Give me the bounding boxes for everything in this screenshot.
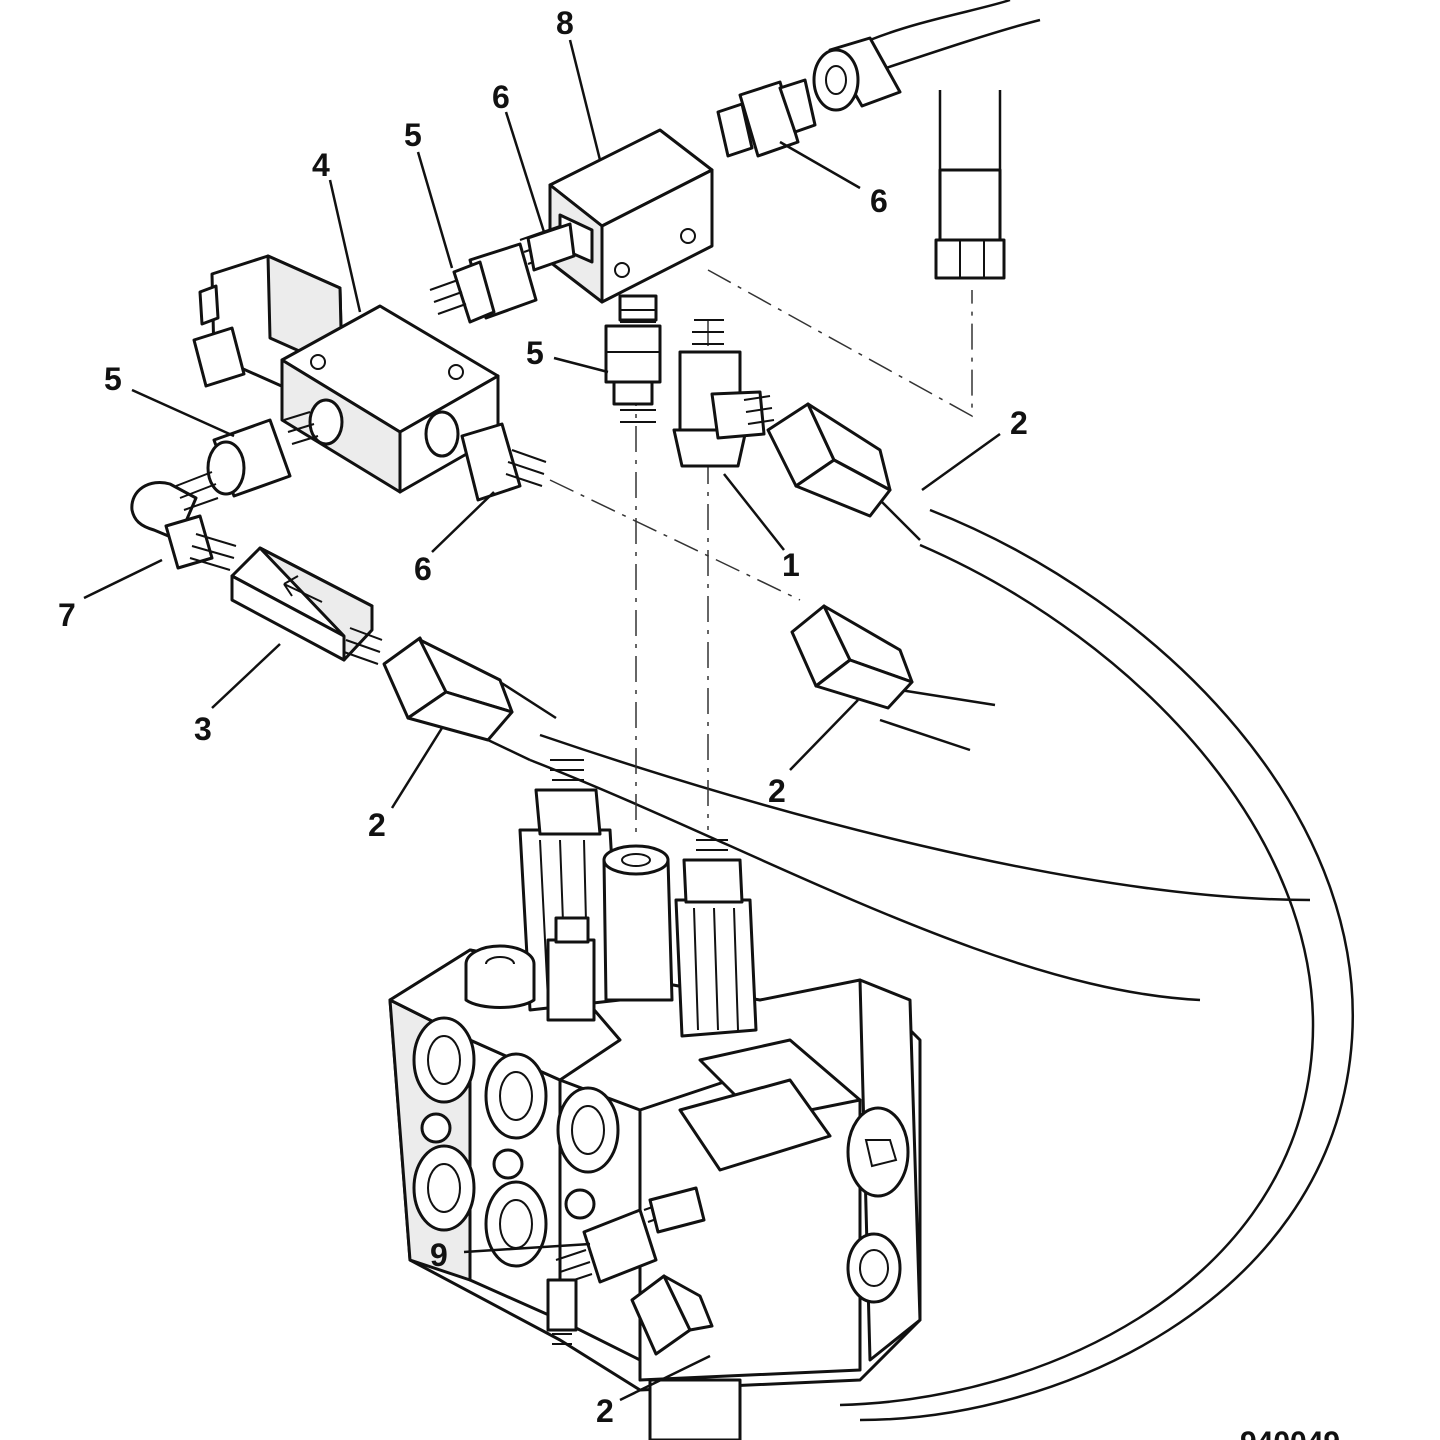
hose-mid-right-a (899, 688, 996, 707)
fitting-5-left (206, 411, 319, 498)
callout-6-mid: 6 (414, 551, 432, 587)
leader-6-c (431, 491, 495, 553)
callout-5-mid: 5 (526, 335, 544, 371)
leader-6-a (504, 111, 546, 233)
hose-sweep-b (529, 758, 1201, 1002)
fitting-6-mid (460, 422, 547, 502)
hose-loop-outer (859, 508, 1354, 1422)
center-lines (549, 269, 973, 840)
callout-2-right: 2 (768, 773, 786, 809)
component-5-adapter (604, 309, 662, 423)
component-4-block (192, 254, 500, 494)
fitting-6-top (716, 78, 817, 158)
leader-6-b (779, 140, 861, 190)
hose-top-a (869, 0, 1011, 42)
callout-6-top: 6 (492, 79, 510, 115)
component-9-tee (546, 1186, 706, 1345)
leader-5-a (416, 151, 454, 269)
callout-2-bottom: 2 (596, 1393, 614, 1429)
hose-end-2-left (382, 636, 557, 762)
hose-loop-inner (839, 543, 1315, 1407)
callout-7: 7 (58, 597, 76, 633)
bottom-pipe (648, 1378, 742, 1440)
leader-lines (83, 39, 1001, 1402)
leader-2-a (921, 432, 1001, 492)
centerline-6-hose (549, 479, 801, 601)
callouts: 8 6 5 4 6 5 5 2 1 6 7 3 2 2 9 2 940049 (58, 5, 1340, 1440)
callout-5-top: 5 (404, 117, 422, 153)
centerline-1-hose (707, 269, 973, 418)
callout-1: 1 (782, 547, 800, 583)
hose-mid-right-b (879, 718, 971, 752)
top-hose-end (812, 36, 902, 112)
leader-9 (463, 1242, 591, 1254)
hose-sweep-a (539, 733, 1311, 902)
hose-right-a (879, 499, 921, 541)
leader-5-b (553, 356, 609, 374)
drawing-code: 940049 (1240, 1426, 1340, 1440)
hose-top-b (879, 18, 1041, 72)
leader-2-b (390, 727, 444, 809)
leader-7 (83, 558, 163, 600)
callout-6-right: 6 (870, 183, 888, 219)
callout-9: 9 (430, 1237, 448, 1273)
leader-5-c (131, 388, 235, 438)
callout-2-upper: 2 (1010, 405, 1028, 441)
component-7-elbow (130, 471, 237, 571)
leader-1 (723, 473, 785, 551)
callout-3: 3 (194, 711, 212, 747)
fitting-5-top (429, 242, 538, 324)
leader-2-c (789, 699, 859, 771)
hose-end-2-upper (766, 402, 892, 518)
hose-end-2-bottom (630, 1274, 714, 1356)
component-3-check-valve (230, 546, 383, 665)
hose-end-2-right (790, 604, 914, 710)
vertical-hose-end (934, 168, 1006, 280)
control-valve-body (388, 948, 922, 1392)
callout-5-left: 5 (104, 361, 122, 397)
fitting-6-left (519, 222, 576, 272)
callout-2-left: 2 (368, 807, 386, 843)
component-8-block (548, 128, 714, 322)
component-1-tee (672, 319, 775, 468)
callout-4: 4 (312, 147, 330, 183)
leader-8 (568, 39, 602, 161)
callout-8: 8 (556, 5, 574, 41)
relief-cartridges (464, 759, 758, 1038)
leader-3 (211, 643, 281, 709)
leader-4 (328, 179, 362, 313)
leader-2-d (619, 1354, 711, 1402)
